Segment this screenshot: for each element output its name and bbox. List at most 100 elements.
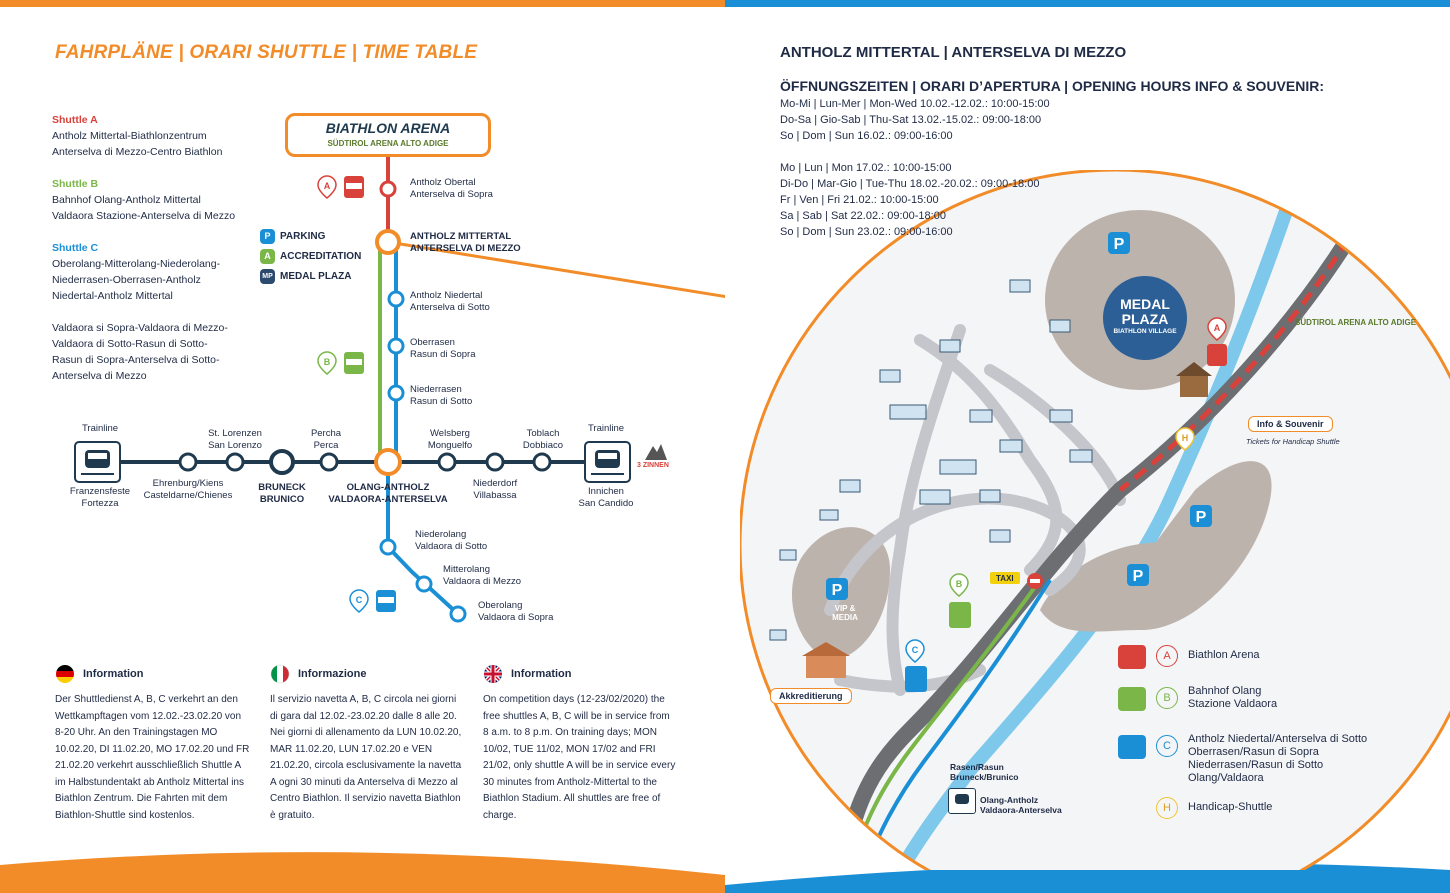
- info-it: Informazione Il servizio navetta A, B, C…: [270, 664, 465, 824]
- label-mitterolang: Mitterolang Valdaora di Mezzo: [443, 564, 521, 587]
- train-icon: [955, 794, 969, 804]
- route-line: Stazione Valdaora: [1188, 698, 1278, 710]
- info-text: On competition days (12-23/02/2020) the …: [483, 694, 676, 821]
- germany-flag-icon: [56, 665, 74, 683]
- station-obertal: [379, 180, 397, 198]
- info-de-head: Information: [55, 664, 250, 684]
- label-niederdorf: Niederdorf Villabassa: [460, 478, 530, 501]
- station-name: Niederrasen: [410, 384, 462, 395]
- station-name: Anterselva di Sopra: [410, 188, 493, 200]
- label-dreizinnen: 3 ZINNEN: [637, 462, 669, 469]
- shuttle-c-line: Niedertal-Antholz Mittertal: [52, 290, 173, 302]
- legend-medal-plaza: MP MEDAL PLAZA: [260, 266, 361, 286]
- bus-b-icon: [1118, 687, 1146, 711]
- shuttle-a-name: Shuttle A: [52, 114, 98, 126]
- label-percha: Percha Perca: [296, 428, 356, 451]
- bus-b-marker-icon: B: [317, 351, 364, 375]
- shuttle-b-name: Shuttle B: [52, 178, 99, 190]
- station-name: Dobbiaco: [522, 439, 564, 451]
- train-icon: [584, 441, 631, 483]
- station-mittertal: [375, 229, 401, 255]
- station-niederolang: [379, 538, 397, 556]
- label-bruneck: BRUNECK BRUNICO: [242, 482, 322, 505]
- tickets-label: Tickets for Handicap Shuttle: [1246, 437, 1340, 446]
- route-a-pin-icon: A: [1156, 645, 1178, 667]
- station-oberrasen: [387, 337, 405, 355]
- parking-icon: [1108, 232, 1130, 254]
- label-innichen: Innichen San Candido: [570, 486, 642, 509]
- accreditation-hut-icon: [806, 654, 846, 678]
- biathlon-arena-box: BIATHLON ARENA SÜDTIROL ARENA ALTO ADIGE: [285, 113, 491, 157]
- bus-c-marker-icon: C: [349, 589, 396, 613]
- parking-icon: [1127, 564, 1149, 586]
- station-bruneck: [269, 449, 295, 475]
- map-key: P PARKING A ACCREDITATION MP MEDAL PLAZA: [260, 226, 361, 286]
- shuttle-c-name: Shuttle C: [52, 242, 99, 254]
- hours-line: So | Dom | Sun 23.02.: 09:00-16:00: [780, 226, 953, 238]
- station-welsberg: [437, 452, 457, 472]
- station-name: San Candido: [578, 497, 634, 509]
- parking-icon: P: [260, 228, 275, 244]
- page-title: FAHRPLÄNE | ORARI SHUTTLE | TIME TABLE: [55, 42, 478, 63]
- label-niederrasen: Niederrasen Rasun di Sotto: [410, 384, 472, 407]
- bus-b-map-icon: B: [949, 573, 971, 628]
- station-name: Rasun di Sotto: [410, 395, 473, 407]
- location-title: ANTHOLZ MITTERTAL | ANTERSELVA DI MEZZO: [780, 44, 1127, 61]
- legend-label: ACCREDITATION: [280, 250, 362, 262]
- route-h-pin-icon: H: [1156, 797, 1178, 819]
- olang-station-text: Olang-Antholz: [980, 795, 1039, 805]
- station-ehrenburg: [178, 452, 198, 472]
- accreditation-icon: A: [260, 248, 275, 264]
- route-line: Oberrasen/Rasun di Sopra: [1188, 746, 1319, 758]
- route-a-text: Biathlon Arena: [1188, 645, 1260, 662]
- info-heading: Information: [511, 668, 572, 680]
- info-text: Il servizio navetta A, B, C circola nei …: [270, 694, 462, 821]
- medal-plaza-icon: MP: [260, 268, 275, 284]
- station-toblach: [532, 452, 552, 472]
- svg-text:A: A: [1214, 323, 1221, 333]
- route-legend-a: A Biathlon Arena: [1118, 645, 1408, 685]
- station-name: Fortezza: [81, 497, 119, 509]
- route-legend-b: B Bahnhof Olang Stazione Valdaora: [1118, 685, 1408, 733]
- svg-text:B: B: [324, 357, 331, 367]
- station-name: Toblach: [526, 428, 560, 439]
- area-map: P P P P A B C H: [740, 170, 1450, 870]
- station-name: Franzensfeste: [69, 486, 131, 497]
- label-oberolang: Oberolang Valdaora di Sopra: [478, 600, 553, 623]
- parking-area-southeast: [1040, 542, 1198, 632]
- station-name: Innichen: [588, 486, 624, 497]
- info-it-head: Informazione: [270, 664, 465, 684]
- station-name: Anterselva di Sotto: [410, 301, 490, 313]
- route-c-text: Antholz Niedertal/Anterselva di Sotto Ob…: [1188, 733, 1367, 785]
- label-stlorenzen: St. Lorenzen San Lorenzo: [195, 428, 275, 451]
- shuttle-c-line: Valdaora di Sotto-Rasun di Sotto-: [52, 338, 208, 350]
- arena-subtitle: SÜDTIROL ARENA ALTO ADIGE: [327, 139, 449, 148]
- label-oberrasen: Oberrasen Rasun di Sopra: [410, 337, 475, 360]
- station-name: Antholz Obertal: [410, 177, 476, 188]
- route-line: Olang/Valdaora: [1188, 772, 1264, 784]
- station-name: BRUNECK: [258, 482, 306, 493]
- info-de: Information Der Shuttledienst A, B, C ve…: [55, 664, 250, 824]
- svg-text:B: B: [956, 579, 963, 589]
- shuttle-list: Shuttle A Antholz Mittertal-Biathlonzent…: [52, 112, 262, 384]
- opening-hours-week2: Mo | Lun | Mon 17.02.: 10:00-15:00 Di-Do…: [780, 160, 1039, 240]
- station-oberolang: [449, 605, 467, 623]
- label-welsberg: Welsberg Monguelfo: [410, 428, 490, 451]
- bus-c-icon: [1118, 735, 1146, 759]
- medal-plaza-label: MEDAL PLAZA BIATHLON VILLAGE: [1105, 297, 1185, 336]
- station-olang: [374, 448, 402, 476]
- station-name: OLANG-ANTHOLZ: [346, 482, 430, 493]
- svg-text:A: A: [324, 181, 331, 191]
- top-band-blue: [725, 0, 1450, 7]
- arena-title: BIATHLON ARENA: [325, 120, 451, 136]
- shuttle-c-line: Valdaora si Sopra-Valdaora di Mezzo-: [52, 322, 228, 334]
- shuttle-c-block: Shuttle C Oberolang-Mitterolang-Niederol…: [52, 240, 262, 384]
- bus-a-map-icon: A: [1207, 317, 1227, 366]
- station-niederrasen: [387, 384, 405, 402]
- shuttle-c-line: Anterselva di Mezzo: [52, 370, 147, 382]
- route-h-text: Handicap-Shuttle: [1188, 797, 1272, 814]
- bus-a-icon: [1118, 645, 1146, 669]
- connector-line: [387, 240, 725, 299]
- shuttle-b-line: Bahnhof Olang-Antholz Mittertal: [52, 194, 201, 206]
- label-franzensfeste: Franzensfeste Fortezza: [55, 486, 145, 509]
